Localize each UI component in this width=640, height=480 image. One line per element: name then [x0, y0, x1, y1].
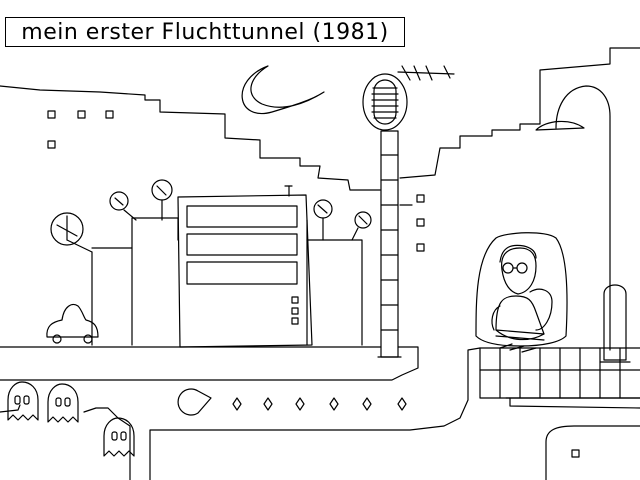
moon-icon — [242, 66, 324, 114]
street-lines — [0, 347, 640, 480]
pellet-icon — [330, 398, 338, 410]
man-figure — [476, 233, 567, 352]
pellet-group — [233, 398, 406, 410]
skyline-right — [400, 48, 640, 205]
page-title: mein erster Fluchttunnel (1981) — [21, 19, 389, 45]
title-box: mein erster Fluchttunnel (1981) — [5, 17, 405, 47]
ghost-icon — [8, 382, 38, 420]
ghost-icon — [48, 384, 78, 422]
car-icon — [47, 305, 98, 343]
pellet-icon — [233, 398, 241, 410]
sign-pole — [363, 74, 407, 357]
ghost-icon — [104, 418, 134, 456]
pellet-icon — [264, 398, 272, 410]
pellet-icon — [398, 398, 406, 410]
tree-icon — [152, 180, 172, 220]
building-group — [132, 186, 362, 347]
pellet-icon — [363, 398, 371, 410]
pacman-icon — [178, 389, 211, 415]
tree-icon — [51, 213, 132, 345]
tree-icon — [314, 200, 332, 240]
tree-icon — [352, 212, 371, 240]
window-group — [48, 111, 424, 251]
tree-group — [51, 180, 371, 345]
antenna-icon — [398, 66, 454, 80]
skyline-left — [0, 86, 380, 190]
street-lamp-icon — [536, 86, 630, 362]
tree-icon — [110, 192, 136, 220]
pellet-icon — [296, 398, 304, 410]
